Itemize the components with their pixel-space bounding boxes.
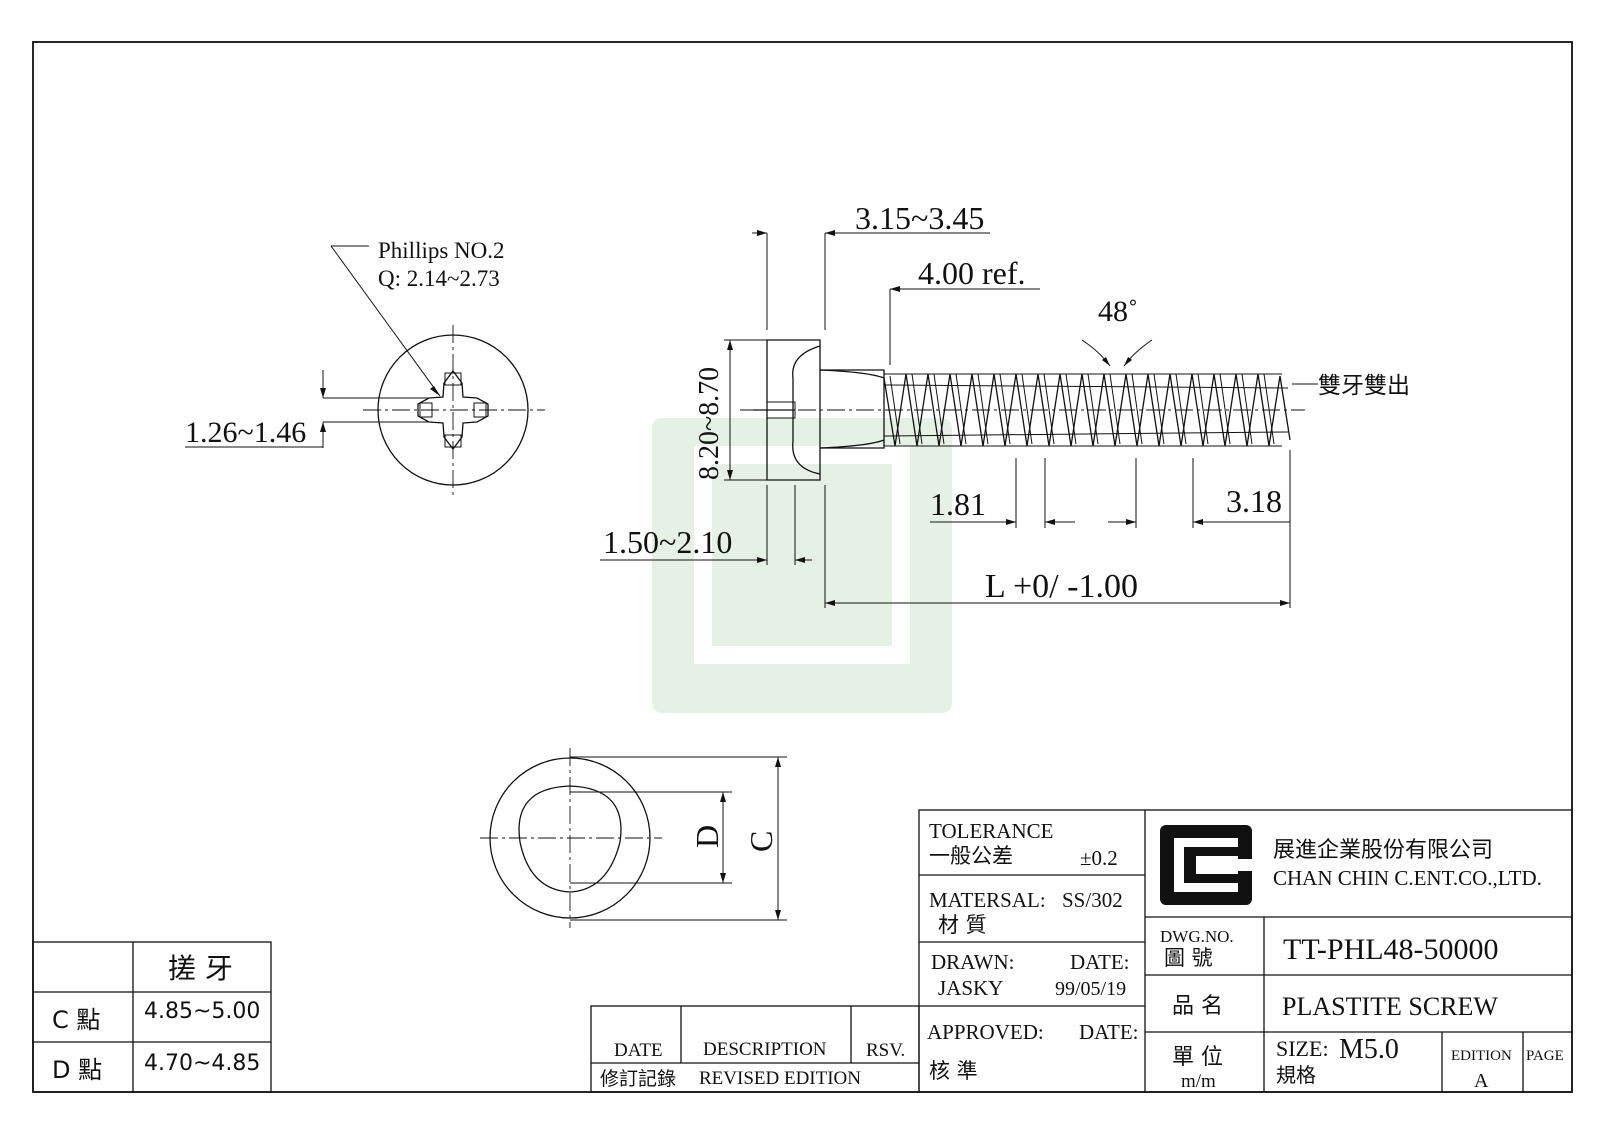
slot-depth-dimension: 1.26~1.46 bbox=[185, 416, 306, 449]
dim-pitch-b: 3.18 bbox=[1226, 483, 1282, 519]
table-value-d: 4.70~4.85 bbox=[144, 1051, 260, 1076]
revision-col-description: DESCRIPTION bbox=[703, 1039, 827, 1060]
head-end-view bbox=[185, 245, 545, 495]
thread-crests bbox=[883, 373, 1291, 447]
title-block bbox=[918, 809, 1573, 1093]
screw-side-view bbox=[600, 230, 1318, 608]
size-label-cn: 規格 bbox=[1276, 1063, 1316, 1087]
section-label-c: C bbox=[743, 831, 779, 852]
dim-shank-length: 4.00 ref. bbox=[918, 255, 1026, 291]
drive-type-label: Phillips NO.2 bbox=[378, 238, 505, 263]
company-name-cn: 展進企業股份有限公司 bbox=[1273, 838, 1493, 863]
revision-label-en: REVISED EDITION bbox=[699, 1068, 861, 1089]
company-logo bbox=[1160, 825, 1252, 905]
dim-thread-angle: 48˚ bbox=[1098, 295, 1138, 328]
material-label: MATERSAL: bbox=[929, 888, 1046, 912]
dwg-no-label: DWG.NO. bbox=[1160, 927, 1234, 946]
revision-label-cn: 修訂記錄 bbox=[600, 1068, 676, 1090]
part-name-label-cn: 品 名 bbox=[1172, 994, 1223, 1019]
table-point-c: C 點 bbox=[52, 1006, 100, 1034]
drawn-by: JASKY bbox=[938, 976, 1003, 1000]
drawing-number: TT-PHL48-50000 bbox=[1283, 933, 1499, 966]
table-value-c: 4.85~5.00 bbox=[144, 999, 260, 1024]
dim-head-height: 8.20~8.70 bbox=[694, 367, 725, 480]
tolerance-value: ±0.2 bbox=[1080, 846, 1118, 870]
approved-date-label: DATE: bbox=[1079, 1020, 1139, 1044]
tolerance-label-cn: 一般公差 bbox=[929, 844, 1013, 868]
edition-label: EDITION bbox=[1451, 1048, 1512, 1064]
tolerance-label: TOLERANCE bbox=[929, 819, 1053, 843]
thread-section-view bbox=[480, 748, 787, 928]
size-label: SIZE: bbox=[1276, 1036, 1329, 1061]
approved-label-cn: 核 準 bbox=[929, 1059, 978, 1083]
company-watermark bbox=[652, 418, 952, 713]
page-label: PAGE bbox=[1526, 1048, 1564, 1064]
revision-col-date: DATE bbox=[614, 1040, 663, 1061]
table-point-d: D 點 bbox=[52, 1056, 102, 1084]
material-label-cn: 材 質 bbox=[938, 913, 987, 937]
unit-value: m/m bbox=[1181, 1071, 1216, 1092]
material-value: SS/302 bbox=[1062, 888, 1123, 912]
edition-value: A bbox=[1474, 1070, 1489, 1092]
revision-col-rsv: RSV. bbox=[866, 1040, 905, 1061]
dwg-no-label-cn: 圖 號 bbox=[1164, 946, 1213, 970]
dim-head-thickness: 1.50~2.10 bbox=[603, 524, 732, 560]
drawn-date: 99/05/19 bbox=[1055, 978, 1126, 1000]
dim-length: L +0/ -1.00 bbox=[985, 568, 1138, 605]
drive-gauge-label: Q: 2.14~2.73 bbox=[378, 266, 500, 291]
part-name: PLASTITE SCREW bbox=[1282, 992, 1498, 1021]
company-name-en: CHAN CHIN C.ENT.CO.,LTD. bbox=[1273, 866, 1542, 890]
drawn-date-label: DATE: bbox=[1070, 950, 1130, 974]
approved-label: APPROVED: bbox=[927, 1020, 1044, 1044]
table-header: 搓 牙 bbox=[168, 952, 233, 985]
dim-pitch-a: 1.81 bbox=[930, 486, 986, 522]
thread-rolling-table bbox=[32, 941, 272, 1093]
dim-head-to-shank: 3.15~3.45 bbox=[855, 200, 984, 236]
section-label-d: D bbox=[689, 825, 725, 848]
unit-label-cn: 單 位 bbox=[1172, 1045, 1223, 1070]
thread-note: 雙牙雙出 bbox=[1318, 373, 1410, 399]
drawn-label: DRAWN: bbox=[931, 950, 1014, 974]
size-value: M5.0 bbox=[1339, 1034, 1399, 1065]
